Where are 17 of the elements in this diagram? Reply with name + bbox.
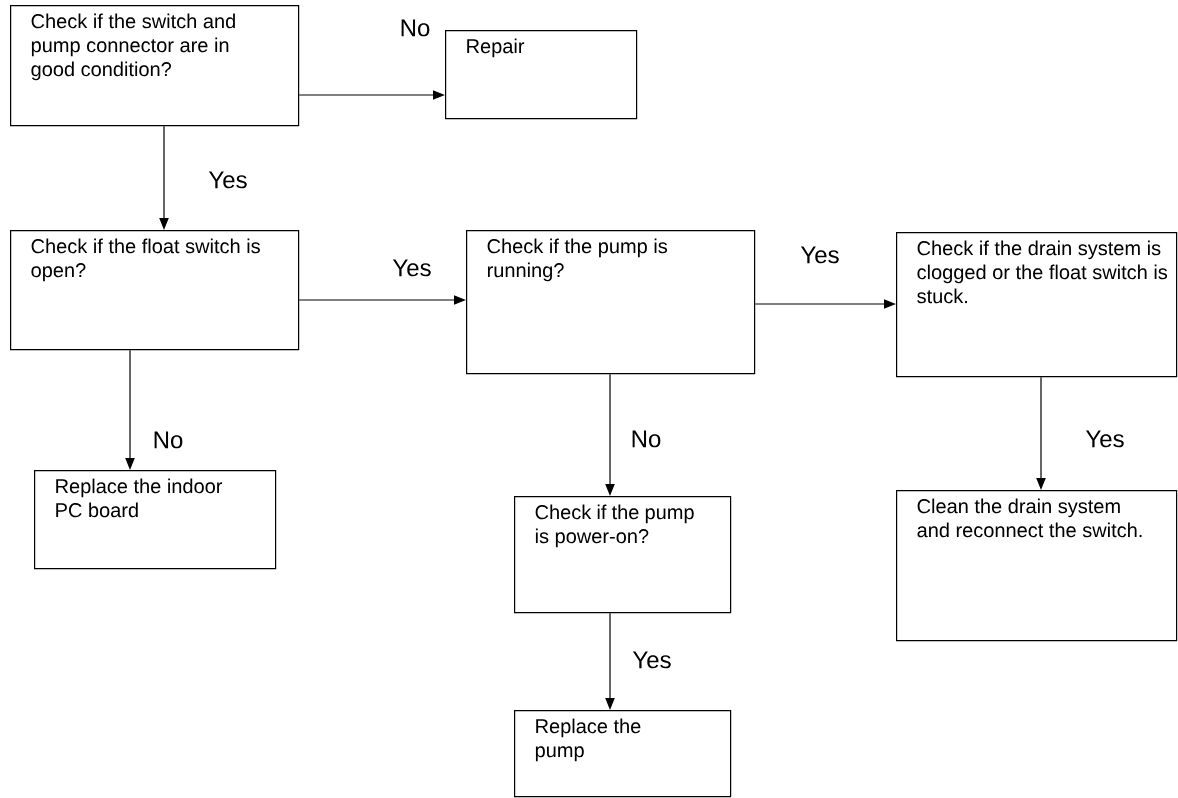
process-box: Clean the drain system and reconnect the switch. — [896, 490, 1178, 642]
process-box: Repair — [445, 30, 638, 120]
edge-label: Yes — [391, 258, 433, 278]
process-box: Check if the pump is power-on? — [514, 496, 732, 614]
process-box: Replace the indoor PC board — [34, 470, 277, 570]
edge-label: Yes — [1084, 429, 1126, 449]
edge-label: Yes — [631, 650, 673, 670]
edge-label: No — [629, 429, 663, 449]
process-box: Check if the float switch is open? — [10, 230, 300, 351]
process-box: Check if the switch and pump connector are in good condition? — [10, 5, 300, 127]
process-box: Check if the drain system is clogged or the float switch is stuck. — [896, 232, 1178, 378]
edge-label: Yes — [799, 245, 841, 265]
process-box: Replace the pump — [514, 710, 732, 798]
edge-label: No — [151, 430, 185, 450]
edge-label: Yes — [207, 170, 249, 190]
edge-label: No — [398, 18, 432, 38]
process-box: Check if the pump is running? — [466, 230, 756, 375]
